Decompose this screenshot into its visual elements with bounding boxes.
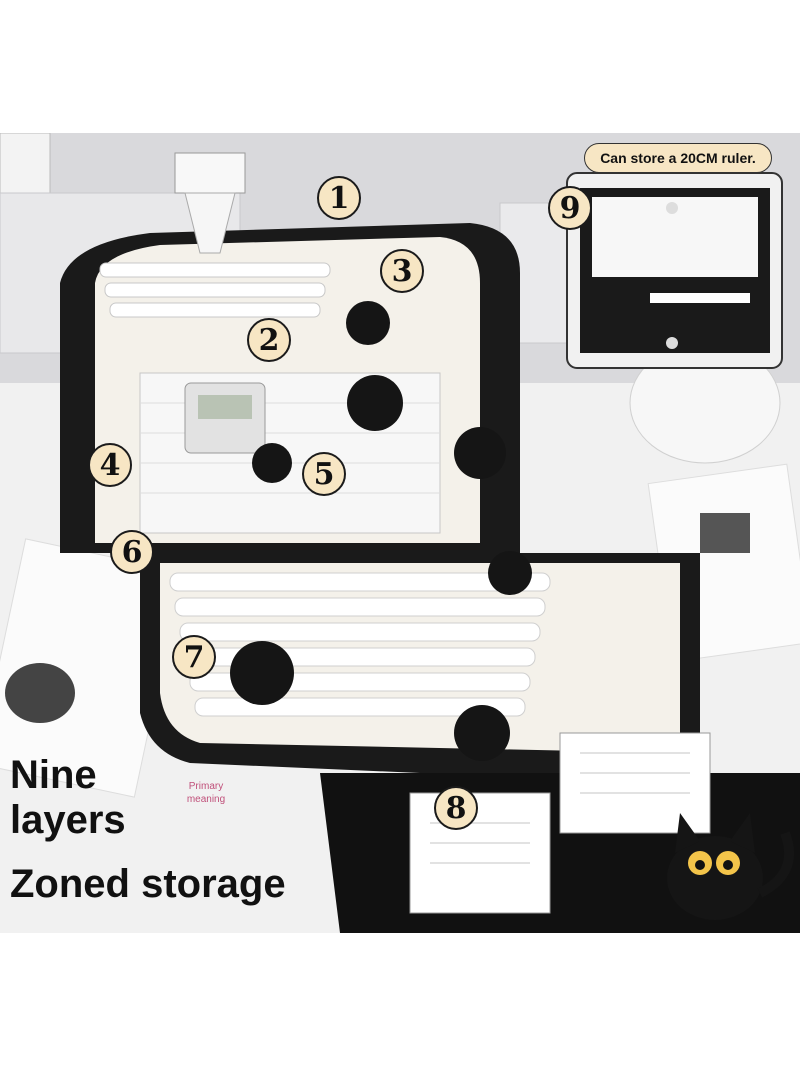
pencil-case-illustration: [0, 133, 800, 933]
callout-8: 8: [434, 786, 478, 830]
product-photo: [0, 133, 800, 933]
callout-2: 2: [247, 318, 291, 362]
callout-1: 1: [317, 176, 361, 220]
callout-7: 7: [172, 635, 216, 679]
headline-line-1: Nine: [10, 753, 97, 797]
callout-3: 3: [380, 249, 424, 293]
callout-6: 6: [110, 530, 154, 574]
headline-line-2: layers: [10, 798, 126, 842]
callout-9: 9: [548, 186, 592, 230]
callout-5: 5: [302, 452, 346, 496]
callout-4: 4: [88, 443, 132, 487]
ruler-note-bubble: Can store a 20CM ruler.: [584, 143, 772, 173]
headline-line-3: Zoned storage: [10, 862, 286, 906]
primary-meaning-tag: Primary meaning: [186, 781, 226, 805]
